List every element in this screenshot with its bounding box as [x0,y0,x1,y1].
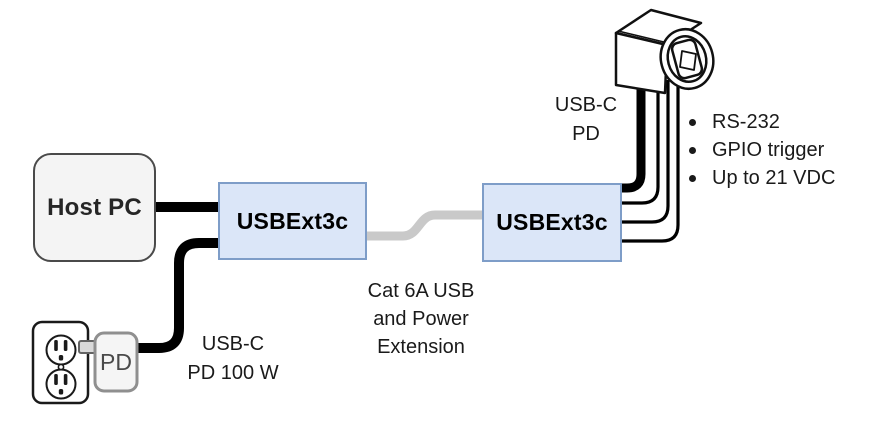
camera-signal-cable-1 [619,80,660,205]
bullet-icon [689,174,696,182]
power-cable-label-line1: USB-C [201,333,265,355]
extension-cable-label-line2: and Power [373,308,469,330]
camera-usbc-pd-cable [619,82,646,193]
bullet-icon [689,146,696,154]
extender-left-label: USBExt3c [236,207,349,234]
list-item: RS-232 [689,108,835,136]
extender-right-label: USBExt3c [496,209,608,235]
feature-label: RS-232 [712,110,780,133]
pd-adapter-body [93,331,139,393]
camera-signal-cable-3 [619,80,680,243]
extender-left-box: USBExt3c [218,182,367,260]
list-item: GPIO trigger [689,136,835,164]
extension-cable-label-line1: Cat 6A USB [367,280,475,302]
camera-cable-label-line2: PD [572,123,600,145]
extension-cable-label-line3: Extension [377,336,465,358]
pd-adapter-label: PD [100,348,132,375]
camera-cable-label: USB-C PD [521,91,651,149]
camera-feature-list: RS-232 GPIO trigger Up to 21 VDC [689,108,835,192]
pd-adapter-icon [78,331,139,393]
host-pc-label: Host PC [47,193,142,221]
extension-cable-label: Cat 6A USB and Power Extension [336,277,506,361]
camera-cable-label-line1: USB-C [554,94,618,116]
camera-icon [614,8,715,95]
power-cable-pd-to-extender [136,238,222,353]
feature-label: Up to 21 VDC [712,166,836,189]
cat6a-extension-cable [365,210,486,241]
power-cable-label-line2: PD 100 W [187,362,279,384]
power-outlet-icon [31,320,90,405]
camera-signal-cable-2 [619,80,670,224]
power-cable-label: USB-C PD 100 W [150,330,316,388]
extender-right-box: USBExt3c [482,183,622,262]
host-pc-box: Host PC [33,153,156,262]
feature-label: GPIO trigger [712,138,825,161]
bullet-icon [689,118,696,126]
list-item: Up to 21 VDC [689,164,835,192]
